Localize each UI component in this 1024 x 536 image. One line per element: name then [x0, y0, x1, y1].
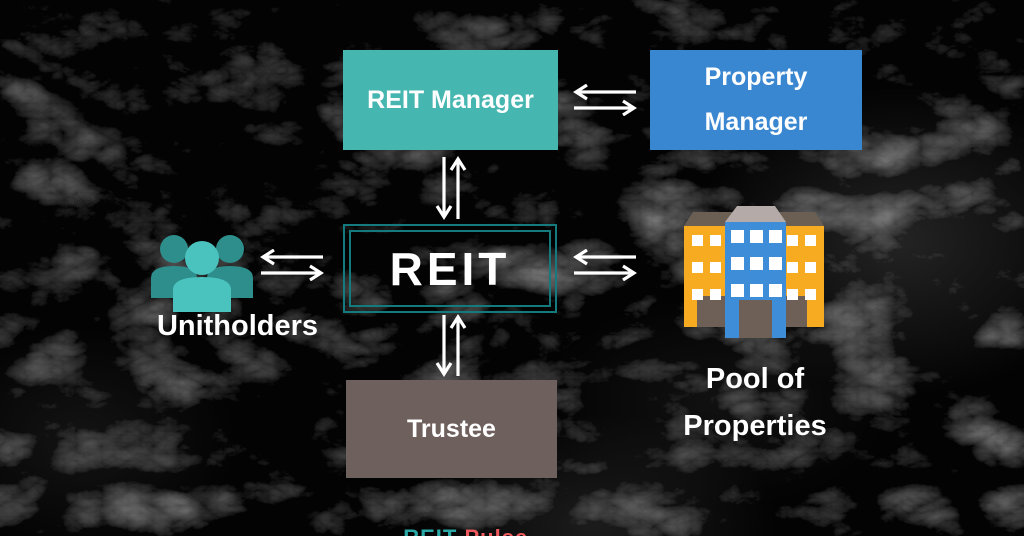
bidirectional-arrow-reitmanager-propertymanager	[573, 84, 637, 116]
reit-frame-inner-border	[349, 230, 551, 307]
node-reit-manager: REIT Manager	[343, 50, 558, 150]
unitholders-label: Unitholders	[156, 310, 319, 342]
bidirectional-arrow-reit-pool	[573, 249, 637, 281]
bidirectional-arrow-unitholders-reit	[260, 249, 324, 281]
unitholders-people-icon	[151, 235, 253, 312]
node-property-manager: Property Manager	[650, 50, 862, 150]
property-manager-label: Property Manager	[704, 63, 808, 136]
node-trustee: Trustee	[346, 380, 557, 478]
pool-of-properties-label: Pool of Properties	[683, 363, 827, 442]
bidirectional-arrow-reit-reitmanager	[435, 156, 467, 220]
reit-label: REIT	[389, 242, 511, 295]
reit-manager-label: REIT Manager	[367, 85, 534, 114]
node-reit: REIT	[343, 224, 557, 313]
pool-of-properties-buildings-icon	[684, 206, 824, 338]
brand-logo: REIT Pulse	[346, 499, 557, 536]
brand-logo-pulse: Pulse	[464, 525, 528, 536]
brand-logo-reit: REIT	[403, 525, 464, 536]
bidirectional-arrow-reit-trustee	[435, 314, 467, 377]
trustee-label: Trustee	[407, 414, 496, 443]
